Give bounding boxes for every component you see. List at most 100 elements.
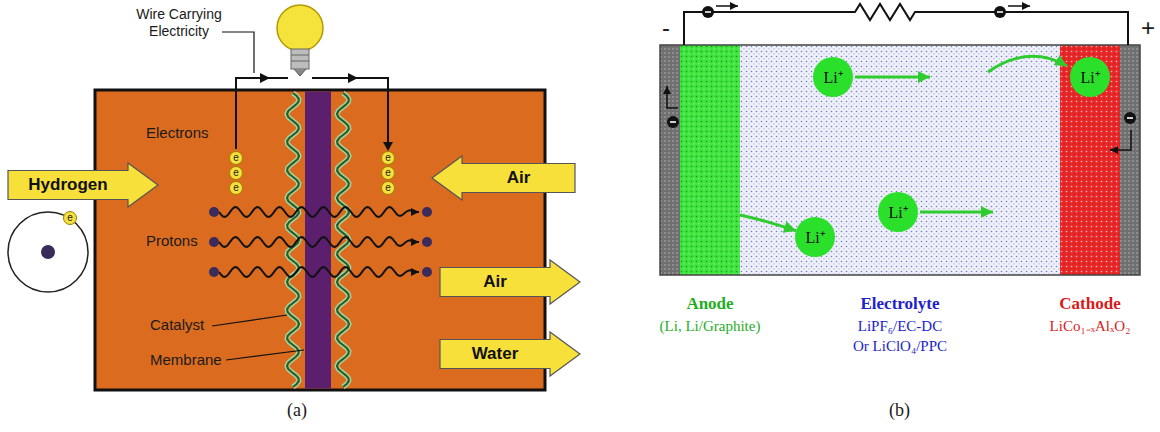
air-out-arrow: Air: [440, 260, 580, 304]
flow-label: Air: [483, 272, 507, 292]
flow-label: Air: [507, 168, 531, 188]
lithium-ion: Li⁺: [795, 217, 835, 257]
electrolyte-layer: [740, 45, 1060, 275]
electron-symbol: [994, 6, 1006, 18]
arrow-shape: [432, 156, 575, 200]
electron-symbol: [705, 11, 711, 13]
electron: e: [381, 181, 395, 195]
material-label: LiCo₁₋ₓAlₓO₂: [1050, 316, 1131, 336]
lithium-ion: Li⁺: [1070, 57, 1110, 97]
anode-layer: [680, 45, 740, 275]
external-circuit: [684, 4, 1128, 45]
arrow-shape: [440, 260, 580, 304]
text-holder: ElectrolyteLiPF₆/EC-DC Or LiClO₄/PPC: [850, 293, 950, 356]
current-arrow: [383, 142, 393, 151]
atom-orbit: [8, 212, 88, 292]
wire: [236, 78, 288, 149]
panel-label: (b): [889, 400, 910, 422]
water-arrow: Water: [440, 332, 580, 376]
cathode-region: Li⁺CathodeLiCo₁₋ₓAlₓO₂: [1060, 45, 1120, 275]
ion-flow-arrow: [855, 76, 930, 79]
text-holder: Li⁺: [795, 217, 835, 257]
wire: [312, 78, 388, 143]
hydrogen-arrow: Hydrogen: [8, 163, 158, 207]
bulb-base: [291, 49, 309, 69]
electron-label: e: [385, 183, 391, 193]
current-arrow: [260, 73, 270, 83]
text-holder: e: [382, 152, 394, 164]
text-holder: Hydrogen: [8, 163, 128, 207]
ion-flow-connector: [740, 215, 796, 231]
catalyst-label: Catalyst: [150, 316, 204, 334]
proton-dot: [209, 207, 219, 217]
arrow-shape: [440, 260, 580, 304]
ion-label: Li⁺: [823, 66, 842, 88]
text-holder: Air: [440, 260, 550, 304]
text-holder: e: [382, 167, 394, 179]
cathode-layer: [1060, 45, 1120, 275]
bulb-thread: [291, 55, 309, 56]
ion-label: Li⁺: [1080, 66, 1099, 88]
proton-path: [219, 207, 419, 217]
protons-label: Protons: [146, 232, 198, 250]
air-in-arrow: Air: [432, 156, 575, 200]
electron: e: [229, 181, 243, 195]
electron: e: [381, 166, 395, 180]
electron-symbol: [702, 6, 714, 18]
arrow-shape: [8, 163, 158, 207]
electron: e: [229, 151, 243, 165]
electron-flow-arrow: [667, 86, 678, 108]
current-collector: [1120, 45, 1140, 275]
bulb-thread: [291, 61, 309, 62]
text-holder: Anode(Li, Li/Graphite): [660, 293, 761, 336]
proton-dot: [209, 237, 219, 247]
ion-flow-arrow: [988, 56, 1067, 72]
electrolyte-region: Li⁺Li⁺Li⁺ElectrolyteLiPF₆/EC-DC Or LiClO…: [740, 45, 1060, 275]
leader-line: [222, 32, 254, 73]
membrane-label: Membrane: [150, 351, 222, 369]
material-label: LiPF₆/EC-DC Or LiClO₄/PPC: [850, 316, 950, 357]
electron-symbol: [1127, 117, 1133, 119]
electron-label: e: [233, 183, 239, 193]
text-holder: e: [64, 212, 76, 224]
electron-flow-arrow: [716, 5, 738, 7]
terminal-sign: -: [662, 14, 670, 43]
text-holder: e: [382, 182, 394, 194]
leader-line: [226, 350, 304, 360]
ion-label: Li⁺: [805, 226, 824, 248]
lithium-ion: Li⁺: [878, 192, 918, 232]
region-heading: Anode: [660, 293, 761, 316]
electron-label: e: [385, 168, 391, 178]
ion-flow-arrow: [920, 211, 993, 214]
atom-nucleus: [41, 245, 55, 259]
electron-flow-arrow: [1110, 130, 1131, 150]
catalyst-wave: [337, 93, 349, 387]
proton-dot: [422, 237, 432, 247]
lithium-ion: Li⁺: [813, 57, 853, 97]
electron-label: e: [233, 168, 239, 178]
electron: e: [229, 166, 243, 180]
text-holder: Air: [462, 156, 575, 200]
light-bulb: [277, 5, 323, 76]
terminal-sign: +: [1141, 14, 1155, 43]
text-holder: Li⁺: [878, 192, 918, 232]
text-holder: e: [230, 152, 242, 164]
anode-region: Anode(Li, Li/Graphite): [680, 45, 740, 275]
electron-label: e: [67, 213, 73, 223]
text-holder: Water: [440, 332, 550, 376]
text-holder: Li⁺: [1070, 57, 1110, 97]
electron-flow-arrow: [1008, 5, 1030, 7]
electron-symbol: [667, 116, 679, 128]
electron-label: e: [233, 153, 239, 163]
proton-dot: [422, 207, 432, 217]
electron: e: [381, 151, 395, 165]
cell-outline: [660, 45, 1140, 275]
proton-path: [219, 267, 419, 277]
text-holder: CathodeLiCo₁₋ₓAlₓO₂: [1050, 293, 1131, 336]
wire-label: Wire Carrying Electricity: [118, 6, 240, 40]
arrow-shape: [432, 156, 575, 200]
text-holder: e: [230, 182, 242, 194]
text-holder: Li⁺: [813, 57, 853, 97]
